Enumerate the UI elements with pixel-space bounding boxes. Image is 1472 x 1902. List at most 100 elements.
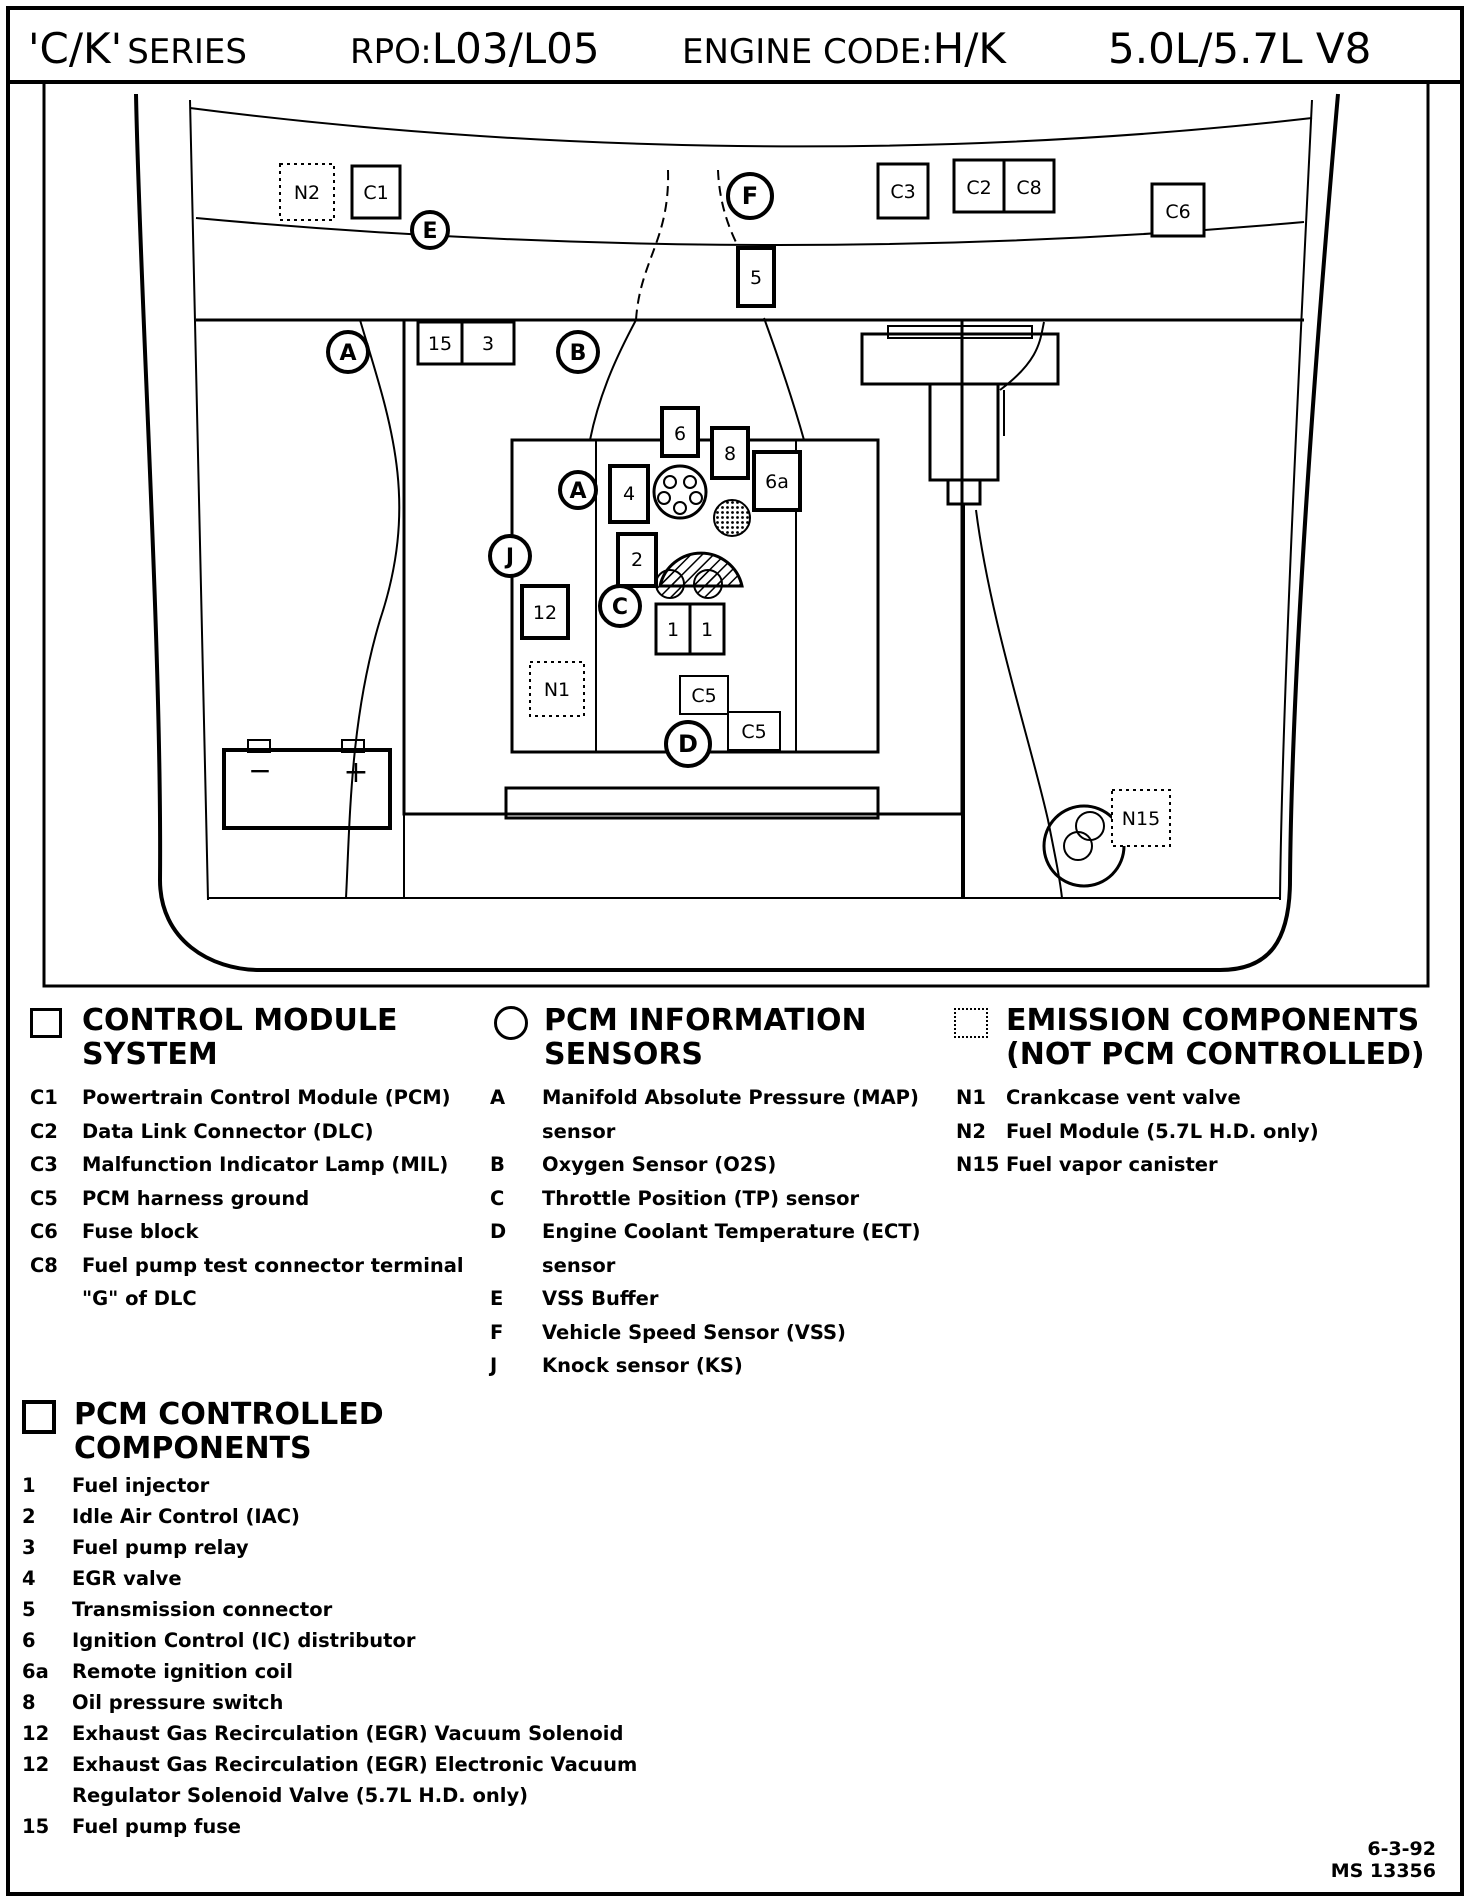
box-3 bbox=[460, 320, 516, 366]
legend-item-code: 6 bbox=[22, 1629, 36, 1652]
legend-item-code: C2 bbox=[30, 1119, 58, 1143]
legend-item-text: PCM harness ground bbox=[82, 1186, 310, 1210]
right-harness bbox=[975, 509, 1063, 899]
label-3: 3 bbox=[482, 333, 494, 355]
box-12 bbox=[520, 584, 570, 640]
label-C: C bbox=[612, 595, 628, 620]
vehicle-inner-right bbox=[1279, 99, 1313, 901]
air-cleaner-stem bbox=[928, 382, 1000, 482]
dotbox-N1 bbox=[529, 661, 585, 717]
footer-date: 6-3-92 bbox=[1367, 1838, 1436, 1860]
legend-item-text: Oil pressure switch bbox=[72, 1691, 284, 1714]
label-8: 8 bbox=[724, 443, 736, 465]
legend-item-code: N1 bbox=[956, 1086, 986, 1109]
vehicle-inner bbox=[189, 99, 209, 901]
canister-inner-bottom bbox=[1063, 831, 1093, 861]
battery-plus: + bbox=[343, 755, 368, 790]
box-C3 bbox=[876, 162, 930, 220]
legend-title-line2: (NOT PCM CONTROLLED) bbox=[1006, 1037, 1425, 1072]
label-N1: N1 bbox=[544, 679, 570, 701]
legend-item-text: Manifold Absolute Pressure (MAP) bbox=[542, 1086, 919, 1109]
vehicle-body bbox=[134, 93, 1340, 972]
displacement-title: 5.0L/5.7L V8 bbox=[1108, 24, 1371, 73]
legend-item-code: 8 bbox=[22, 1691, 36, 1714]
legend-item-text: VSS Buffer bbox=[542, 1287, 659, 1310]
legend-item-text: Fuel injector bbox=[72, 1474, 210, 1497]
o2-lead-right bbox=[763, 317, 805, 441]
circle-J bbox=[488, 534, 532, 578]
legend-item-code: C5 bbox=[30, 1186, 58, 1210]
label-A-center: A bbox=[569, 479, 586, 504]
label-2: 2 bbox=[631, 549, 643, 571]
label-5: 5 bbox=[750, 267, 762, 289]
legend-item-code: 5 bbox=[22, 1598, 36, 1621]
box-8 bbox=[710, 426, 750, 480]
legend-item-text: Fuel vapor canister bbox=[1006, 1153, 1218, 1176]
label-N2: N2 bbox=[294, 182, 320, 204]
label-N15: N15 bbox=[1122, 808, 1160, 830]
engine-title: ENGINE CODE:H/K bbox=[682, 24, 1006, 73]
label-C2: C2 bbox=[966, 177, 991, 199]
legend-item-code: 12 bbox=[22, 1753, 50, 1776]
engine-bay-lower bbox=[403, 813, 963, 899]
engine-compartment-diagram: − + bbox=[42, 82, 1430, 988]
box-C5b bbox=[727, 711, 781, 751]
circle-B bbox=[556, 330, 600, 374]
legend-item-code: B bbox=[490, 1153, 505, 1176]
engine-label: ENGINE CODE: bbox=[682, 32, 933, 72]
radiator-base bbox=[504, 786, 880, 820]
legend-item-text: Engine Coolant Temperature (ECT) bbox=[542, 1220, 921, 1243]
legend-emission: EMISSION COMPONENTS (NOT PCM CONTROLLED)… bbox=[950, 1004, 1450, 1204]
diagram-box bbox=[42, 82, 1430, 988]
legend-item-text: Ignition Control (IC) distributor bbox=[72, 1629, 416, 1652]
legend-item-text: Fuel pump fuse bbox=[72, 1815, 242, 1838]
label-C3: C3 bbox=[890, 181, 915, 203]
legend-item-text: Regulator Solenoid Valve (5.7L H.D. only… bbox=[72, 1784, 529, 1807]
legend-title-line1: PCM INFORMATION bbox=[544, 1003, 867, 1038]
box-1a bbox=[654, 602, 692, 656]
legend-item-text: Remote ignition coil bbox=[72, 1660, 293, 1683]
left-harness bbox=[345, 319, 401, 899]
legend-item-code: J bbox=[490, 1354, 498, 1377]
footer-reference: 6-3-92 MS 13356 bbox=[1331, 1838, 1436, 1882]
legend-item-text: sensor bbox=[542, 1253, 616, 1277]
circle-A-left bbox=[326, 330, 370, 374]
dotbox-N2 bbox=[279, 163, 335, 221]
box-C2 bbox=[952, 158, 1006, 214]
legend-item-code: N15 bbox=[956, 1153, 1000, 1176]
box-2 bbox=[616, 532, 658, 588]
legend-item-text: Knock sensor (KS) bbox=[542, 1354, 743, 1377]
circle-D bbox=[664, 720, 712, 768]
displacement: 5.0L/5.7L V8 bbox=[1108, 24, 1372, 73]
circle-symbol-icon bbox=[494, 1006, 528, 1040]
label-D: D bbox=[678, 730, 698, 758]
circle-C bbox=[598, 584, 642, 628]
box-4 bbox=[608, 464, 650, 524]
page-frame: 'C/K' SERIES RPO:L03/L05 ENGINE CODE:H/K… bbox=[6, 6, 1464, 1896]
legend-item-text: Fuel Module (5.7L H.D. only) bbox=[1006, 1119, 1319, 1143]
label-J: J bbox=[504, 545, 514, 570]
header-bar: 'C/K' SERIES RPO:L03/L05 ENGINE CODE:H/K… bbox=[10, 10, 1460, 84]
legend-item-code: A bbox=[490, 1086, 506, 1109]
battery bbox=[222, 748, 392, 830]
legend-item-code: N2 bbox=[956, 1119, 986, 1143]
legend-item-text: Data Link Connector (DLC) bbox=[82, 1119, 374, 1143]
legend-title-line2: COMPONENTS bbox=[74, 1431, 312, 1466]
legend-item-code: E bbox=[490, 1287, 504, 1310]
o2-lead-left bbox=[589, 319, 637, 441]
label-1b: 1 bbox=[701, 619, 713, 641]
air-cleaner-lid bbox=[887, 325, 1033, 339]
legend-item-code: 3 bbox=[22, 1536, 36, 1559]
air-cleaner-foot bbox=[946, 478, 982, 506]
label-6: 6 bbox=[674, 423, 686, 445]
label-F: F bbox=[742, 182, 758, 210]
legend-item-code: 2 bbox=[22, 1505, 36, 1528]
label-A-left: A bbox=[339, 341, 356, 366]
series-title: 'C/K' SERIES bbox=[28, 24, 247, 73]
engine-value: H/K bbox=[932, 24, 1006, 73]
label-4: 4 bbox=[623, 483, 635, 505]
legend-title-line1: PCM CONTROLLED bbox=[74, 1397, 384, 1432]
circle-E bbox=[410, 210, 450, 250]
box-5 bbox=[736, 246, 776, 308]
legend-item-code: C8 bbox=[30, 1253, 58, 1277]
